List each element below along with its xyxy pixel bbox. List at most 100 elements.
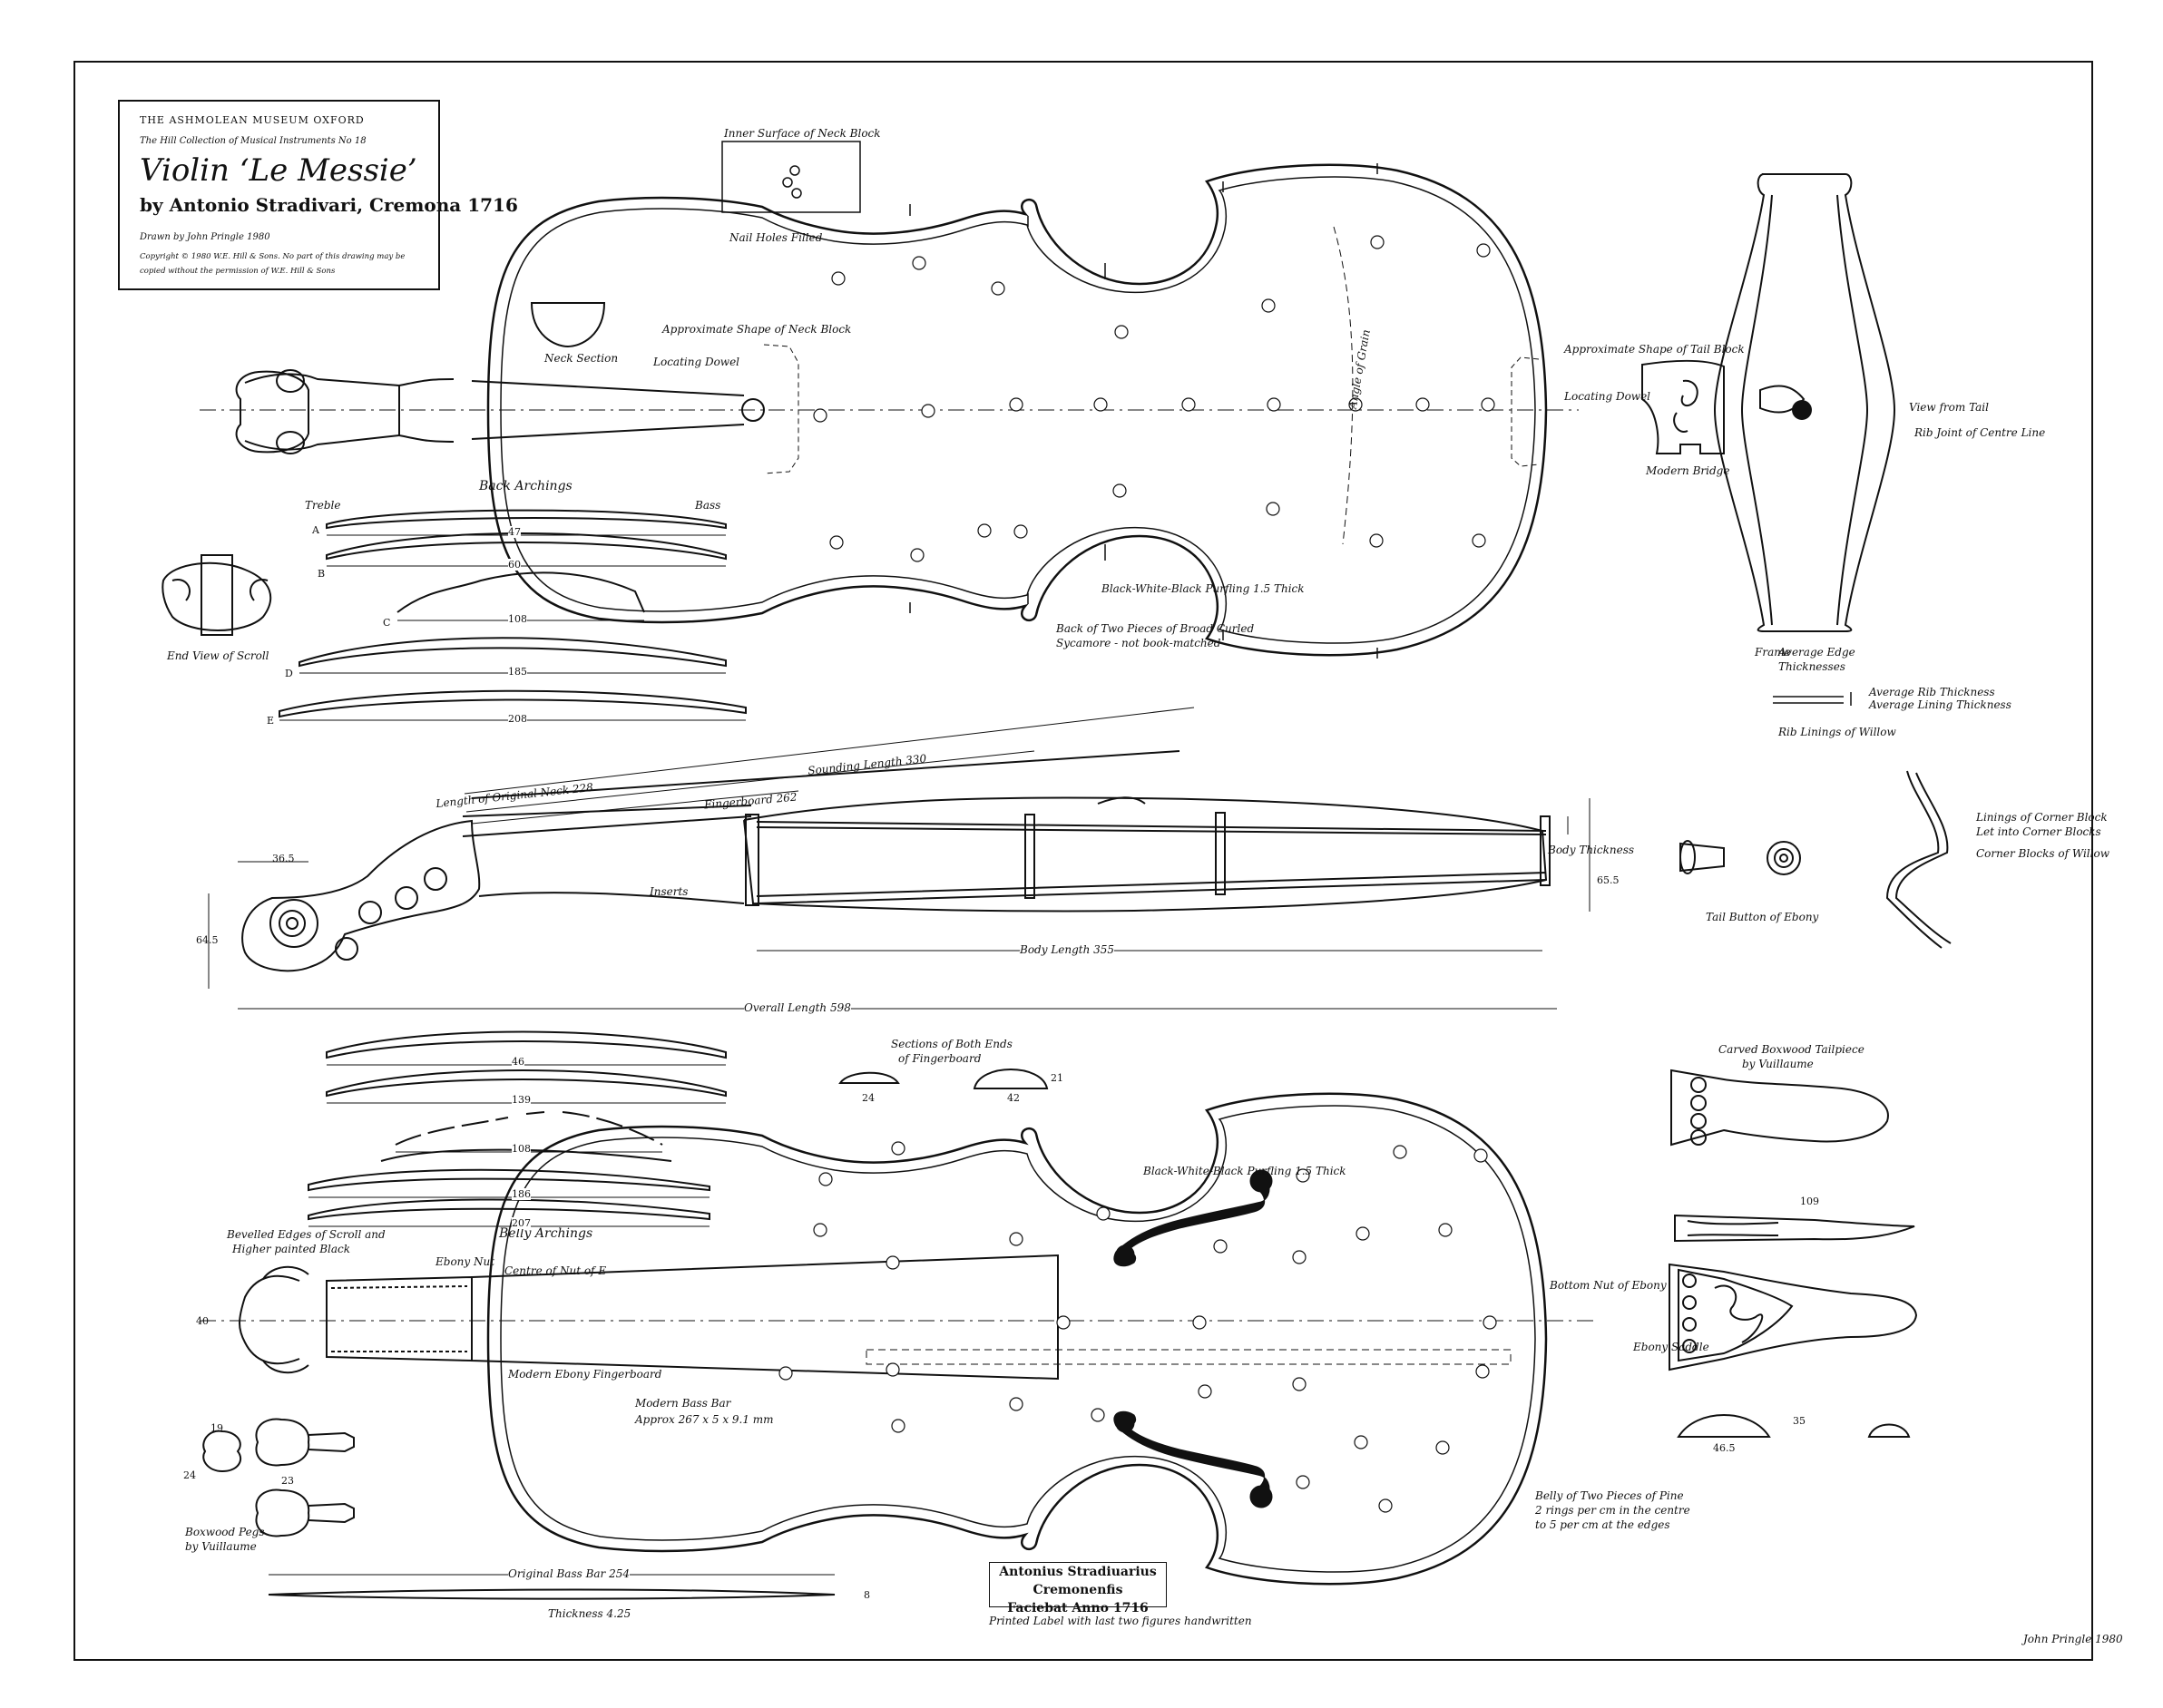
tailpiece-side xyxy=(1674,1214,1915,1243)
tailpiece-carved xyxy=(1669,1263,1918,1371)
thicknesses-label: Thicknesses xyxy=(1778,660,1845,673)
inner-surface-label: Inner Surface of Neck Block xyxy=(724,127,881,140)
dim-21: 21 xyxy=(1051,1072,1063,1084)
copyright-1: Copyright © 1980 W.E. Hill & Sons. No pa… xyxy=(140,252,406,261)
bass-label: Bass xyxy=(695,499,721,512)
purfling-belly-label: Black-White-Black Purfling 1.5 Thick xyxy=(1143,1165,1346,1177)
fingerboard-top xyxy=(239,1254,1059,1381)
dim-65: 65.5 xyxy=(1597,874,1620,886)
belly-dim-186: 186 xyxy=(512,1188,531,1200)
back-dim-60: 60 xyxy=(508,559,521,571)
carved-tailpiece-1: Carved Boxwood Tailpiece xyxy=(1718,1043,1864,1056)
body-length-label: Body Length 355 xyxy=(1020,943,1115,956)
sections-fb-1: Sections of Both Ends xyxy=(891,1038,1013,1050)
tail-button xyxy=(1679,840,1801,875)
dim-35: 35 xyxy=(1793,1415,1806,1427)
overall-length-label: Overall Length 598 xyxy=(744,1001,851,1014)
belly-dim-108: 108 xyxy=(512,1143,531,1155)
approx-tail-block-label: Approximate Shape of Tail Block xyxy=(1564,343,1745,356)
grain-line xyxy=(1333,226,1354,545)
pegs xyxy=(202,1418,355,1537)
f-holes xyxy=(1113,1169,1273,1508)
ebony-saddle-label: Ebony Saddle xyxy=(1633,1341,1709,1353)
nail-holes-symbol xyxy=(782,165,802,199)
corner-blocks-label: Corner Blocks of Willow xyxy=(1976,847,2109,860)
dim-64: 64.5 xyxy=(196,934,219,946)
end-pin-dot[interactable] xyxy=(1792,400,1812,420)
modern-bridge xyxy=(1641,359,1725,454)
scroll-end-view xyxy=(161,554,272,636)
back-arch-b: B xyxy=(318,568,326,580)
centre-nut-label: Centre of Nut of E xyxy=(504,1264,607,1277)
body-thickness-label: Body Thickness xyxy=(1548,844,1635,856)
boxwood-pegs-1: Boxwood Pegs xyxy=(185,1526,265,1538)
bottom-nut-label: Bottom Nut of Ebony xyxy=(1550,1279,1667,1292)
back-arch-c: C xyxy=(383,617,391,629)
bevelled-1: Bevelled Edges of Scroll and xyxy=(227,1228,386,1241)
neck-section-label: Neck Section xyxy=(544,352,619,365)
belly-material-3: to 5 per cm at the edges xyxy=(1535,1518,1670,1531)
instrument-title: Violin ‘Le Messie’ xyxy=(140,152,417,189)
title-block: THE ASHMOLEAN MUSEUM OXFORD The Hill Col… xyxy=(118,100,518,290)
frame-label: Frame xyxy=(1755,646,1791,659)
neck-block-dashed xyxy=(763,344,799,474)
dim-8: 8 xyxy=(864,1589,870,1601)
back-arch-d: D xyxy=(285,668,293,679)
back-dim-47: 47 xyxy=(508,526,521,538)
maker-line: by Antonio Stradivari, Cremona 1716 xyxy=(140,194,518,216)
dim-46-5: 46.5 xyxy=(1713,1442,1736,1454)
sections-fb-2: of Fingerboard xyxy=(898,1052,982,1065)
tailpiece-plain xyxy=(1670,1069,1889,1147)
back-arch-a: A xyxy=(312,524,319,536)
back-material-1: Back of Two Pieces of Broad Curled xyxy=(1056,622,1255,635)
dim-19: 19 xyxy=(210,1422,223,1434)
inserts-label: Inserts xyxy=(650,885,689,898)
thickness-bar-label: Thickness 4.25 xyxy=(548,1607,631,1620)
copyright-2: copied without the permission of W.E. Hi… xyxy=(140,267,336,276)
boxwood-pegs-2: by Vuillaume xyxy=(185,1540,257,1553)
treble-label: Treble xyxy=(305,499,341,512)
dim-23: 23 xyxy=(281,1475,294,1487)
dim-36: 36.5 xyxy=(272,853,295,864)
dim-24b: 24 xyxy=(183,1469,196,1481)
avg-rib-label: Average Rib Thickness xyxy=(1869,686,1995,698)
back-arch-e: E xyxy=(267,715,275,727)
locating-dowel-2-label: Locating Dowel xyxy=(1564,390,1651,403)
dim-42: 42 xyxy=(1007,1092,1020,1104)
purfling-back-label: Black-White-Black Purfling 1.5 Thick xyxy=(1101,582,1305,595)
rib-linings-label: Rib Linings of Willow xyxy=(1778,726,1896,738)
belly-dim-207: 207 xyxy=(512,1217,531,1229)
cut-into-corner-label: Let into Corner Blocks xyxy=(1976,825,2101,838)
bridge-sections xyxy=(1677,1414,1911,1438)
dim-109: 109 xyxy=(1800,1196,1819,1207)
avg-lining-label: Average Lining Thickness xyxy=(1869,698,2011,711)
drawn-by: Drawn by John Pringle 1980 xyxy=(140,232,270,242)
fingerboard-sections xyxy=(838,1069,1049,1089)
belly-archings-title: Belly Archings xyxy=(499,1226,593,1241)
carved-tailpiece-2: by Vuillaume xyxy=(1742,1058,1814,1070)
label-line-1: Antonius Stradiuarius Cremonenfis xyxy=(999,1565,1157,1597)
end-view-scroll-label: End View of Scroll xyxy=(167,649,269,662)
signature: John Pringle 1980 xyxy=(2023,1633,2123,1645)
belly-dim-46: 46 xyxy=(512,1056,524,1068)
neck-block-box xyxy=(721,141,861,213)
belly-material-1: Belly of Two Pieces of Pine xyxy=(1535,1489,1684,1502)
bass-bar-dims-label: Approx 267 x 5 x 9.1 mm xyxy=(635,1413,774,1426)
section-markers xyxy=(909,163,1378,659)
back-archings-title: Back Archings xyxy=(479,479,573,493)
ebony-nut-label: Ebony Nut xyxy=(436,1255,495,1268)
modern-bridge-label: Modern Bridge xyxy=(1646,464,1730,477)
linings-corner-label: Linings of Corner Block xyxy=(1976,811,2108,824)
rib-lining xyxy=(1773,692,1852,706)
modern-bass-bar-label: Modern Bass Bar xyxy=(635,1397,731,1410)
printed-label-note: Printed Label with last two figures hand… xyxy=(989,1615,1252,1627)
back-violin xyxy=(486,163,1548,657)
tail-button-label: Tail Button of Ebony xyxy=(1706,911,1819,923)
dim-24: 24 xyxy=(862,1092,875,1104)
side-view xyxy=(241,750,1551,972)
back-thickness-marks xyxy=(813,235,1495,562)
bevelled-2: Higher painted Black xyxy=(232,1243,350,1255)
belly-violin xyxy=(486,1092,1548,1586)
dim-40: 40 xyxy=(196,1315,209,1327)
